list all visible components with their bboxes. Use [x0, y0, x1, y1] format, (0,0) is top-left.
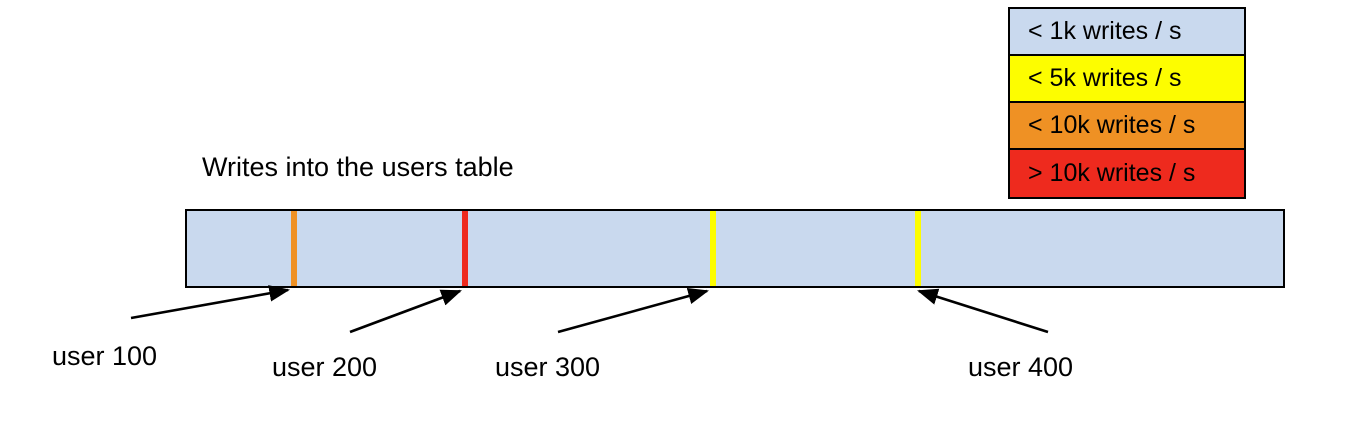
chart-title: Writes into the users table — [202, 152, 514, 182]
users-table-keyspace-bar — [185, 209, 1285, 288]
arrow-user-400 — [917, 288, 1049, 334]
arrow-user-100 — [130, 285, 291, 320]
stripe-user-400 — [915, 211, 921, 286]
label-user-100: user 100 — [52, 341, 158, 371]
stripe-user-300 — [710, 211, 716, 286]
label-user-200: user 200 — [272, 352, 378, 382]
legend-label-under-5k: < 5k writes / s — [1028, 64, 1182, 92]
label-user-400: user 400 — [968, 352, 1074, 382]
label-user-300: user 300 — [495, 352, 601, 382]
write-rate-legend: < 1k writes / s < 5k writes / s < 10k wr… — [1008, 7, 1246, 199]
stripe-user-200 — [462, 211, 468, 286]
legend-label-under-10k: < 10k writes / s — [1028, 111, 1196, 139]
stripe-user-100 — [291, 211, 297, 286]
legend-label-over-10k: > 10k writes / s — [1028, 159, 1196, 187]
legend-row-under-10k: < 10k writes / s — [1010, 103, 1244, 150]
arrow-user-200 — [349, 289, 462, 334]
legend-row-over-10k: > 10k writes / s — [1010, 150, 1244, 197]
legend-label-under-1k: < 1k writes / s — [1028, 17, 1182, 45]
legend-row-under-5k: < 5k writes / s — [1010, 56, 1244, 103]
legend-row-under-1k: < 1k writes / s — [1010, 9, 1244, 56]
arrow-user-300 — [557, 287, 710, 334]
